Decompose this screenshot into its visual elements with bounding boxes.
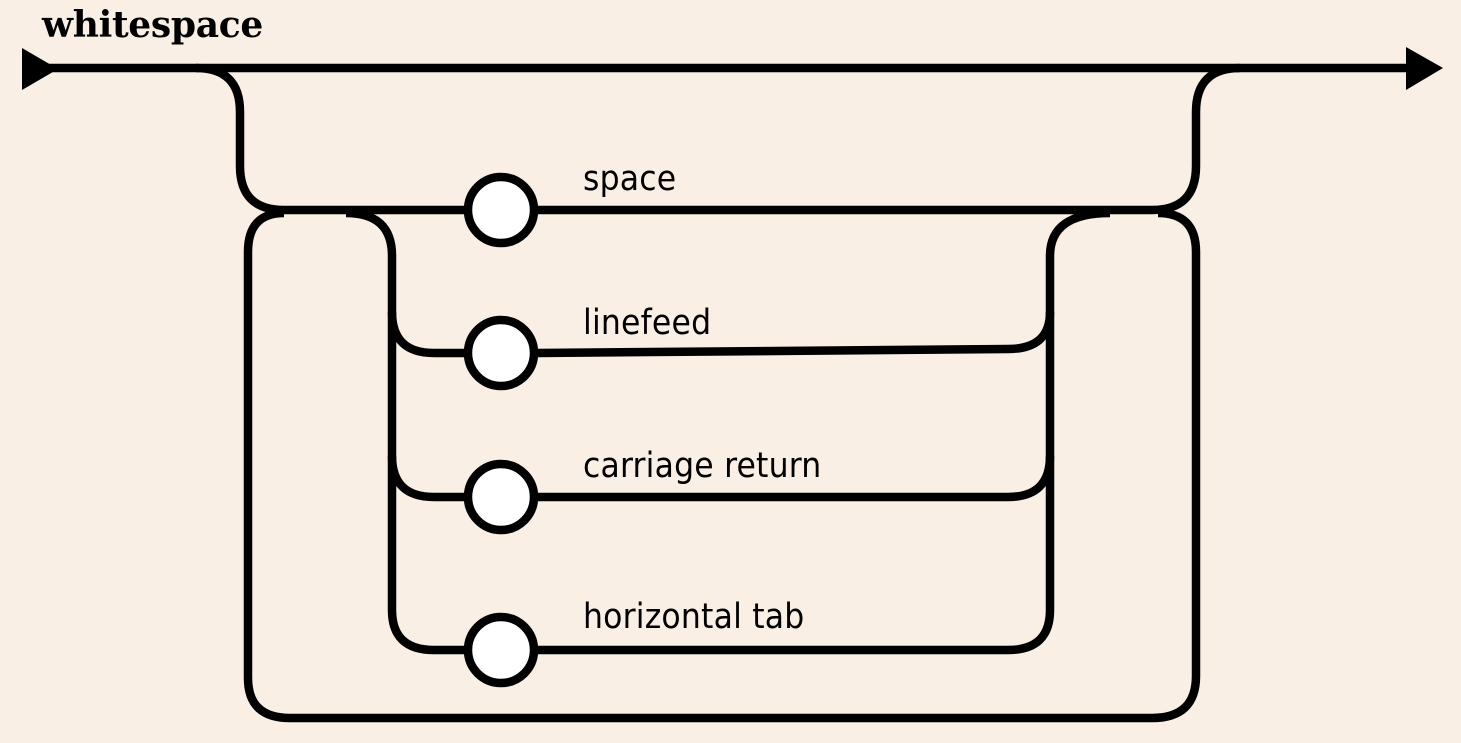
row-line-linefeed-right	[537, 344, 1009, 358]
label-linefeed: linefeed	[583, 303, 711, 343]
right-exit-branch	[538, 63, 1241, 215]
diagram-title: whitespace	[41, 4, 263, 46]
label-horizontal-tab: horizontal tab	[583, 597, 804, 637]
entry-arrow-icon	[22, 48, 58, 90]
branch-left-linefeed	[387, 311, 435, 358]
branch-right-linefeed	[1007, 311, 1055, 354]
inner-left-spine	[345, 208, 435, 655]
branch-right-carriage-return	[1007, 455, 1055, 502]
exit-arrow-icon	[1406, 47, 1443, 90]
terminal-node-carriage-return[interactable]	[463, 459, 539, 535]
inner-right-spine	[1007, 208, 1111, 655]
terminal-node-horizontal-tab[interactable]	[463, 612, 539, 688]
terminal-node-linefeed[interactable]	[463, 315, 539, 391]
label-space: space	[583, 159, 676, 199]
left-entry-branch	[195, 63, 464, 215]
alternatives-outer-frame	[243, 208, 1201, 723]
label-carriage-return: carriage return	[583, 446, 821, 486]
terminal-node-space[interactable]	[463, 172, 539, 248]
branch-left-carriage-return	[387, 455, 435, 502]
